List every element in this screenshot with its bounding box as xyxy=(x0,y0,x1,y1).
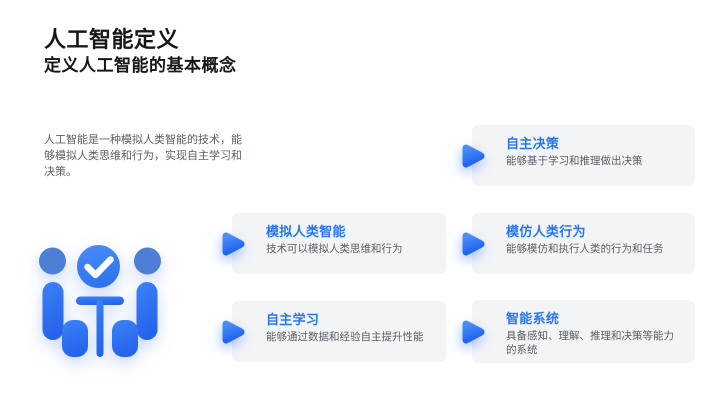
card-intelligent-system: 智能系统 具备感知、理解、推理和决策等能力的系统 xyxy=(462,300,695,363)
check-mark xyxy=(84,256,114,279)
table-stem xyxy=(96,300,104,357)
card-title: 自主决策 xyxy=(506,136,560,151)
header: 人工智能定义 定义人工智能的基本概念 xyxy=(44,27,237,76)
card-autonomous-decision: 自主决策 能够基于学习和推理做出决策 xyxy=(462,125,695,186)
card-title: 模仿人类行为 xyxy=(506,224,586,239)
play-arrow-icon xyxy=(462,144,485,167)
card-description: 能够基于学习和推理做出决策 xyxy=(506,155,643,167)
card-description: 技术可以模拟人类思维和行为 xyxy=(266,243,403,255)
meeting-approval-icon xyxy=(39,245,161,357)
check-circle xyxy=(77,245,120,288)
left-person-head xyxy=(39,247,66,275)
play-arrow-icon xyxy=(222,232,245,255)
card-title: 模拟人类智能 xyxy=(266,224,346,239)
card-self-learning: 自主学习 能够通过数据和经验自主提升性能 xyxy=(222,301,446,362)
card-description: 能够模仿和执行人类的行为和任务 xyxy=(506,243,664,255)
card-imitate-behavior: 模仿人类行为 能够模仿和执行人类的行为和任务 xyxy=(462,213,695,274)
card-description: 能够通过数据和经验自主提升性能 xyxy=(266,331,424,343)
page-subtitle: 定义人工智能的基本概念 xyxy=(44,56,237,75)
left-person-torso xyxy=(42,282,64,340)
play-arrow-icon xyxy=(222,320,245,343)
right-person-leg xyxy=(112,320,138,357)
play-arrow-icon xyxy=(462,320,485,343)
right-person-head xyxy=(134,247,161,275)
page-title: 人工智能定义 xyxy=(44,27,180,52)
card-simulate-intelligence: 模拟人类智能 技术可以模拟人类思维和行为 xyxy=(222,213,446,274)
card-title: 自主学习 xyxy=(266,312,320,327)
left-person-leg xyxy=(62,320,88,357)
card-title: 智能系统 xyxy=(506,311,560,326)
intro-paragraph: 人工智能是一种模拟人类智能的技术，能够模拟人类思维和行为，实现自主学习和决策。 xyxy=(44,134,242,178)
play-arrow-icon xyxy=(462,232,485,255)
card-description: 具备感知、理解、推理和决策等能力的系统 xyxy=(506,330,674,356)
right-person-torso xyxy=(136,282,158,340)
